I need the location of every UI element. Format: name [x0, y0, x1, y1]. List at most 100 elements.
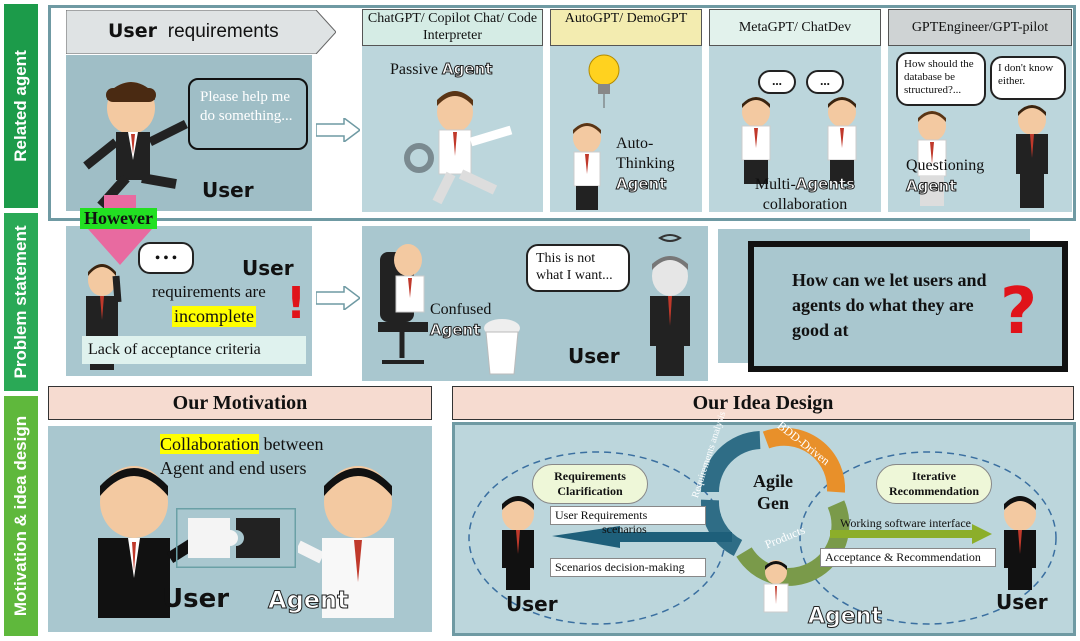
auto-label-line2: Thinking: [616, 155, 675, 172]
user-requirements-banner: [65, 9, 337, 55]
idea-user-figure-left: [502, 496, 534, 590]
req-clar-badge: Requirements Clarification: [532, 464, 648, 504]
questioning-bubble-right: I don't know either.: [990, 56, 1066, 100]
scenarios-label: scenarios: [602, 522, 647, 536]
iter-rec-text: Iterative Recommendation: [889, 469, 979, 498]
sidebar-label-motivation: Motivation & idea design: [11, 415, 30, 617]
question-box: [748, 241, 1068, 372]
passive-agent-figure: [404, 91, 513, 205]
sidebar-tab-problem-statement: Problem statement: [4, 213, 38, 391]
right-arrow-icon: [316, 118, 360, 142]
user-figure-kicking: [83, 82, 189, 210]
auto-agent-title-text: AutoGPT/ DemoGPT: [564, 11, 688, 26]
accept-rec-box: Acceptance & Recommendation: [820, 548, 996, 567]
multi-agent-title-text: MetaGPT/ ChatDev: [738, 20, 852, 35]
not-what-i-want-bubble: This is not what I want...: [526, 244, 630, 292]
passive-agent-title-text: ChatGPT/ Copilot Chat/ Code Interpreter: [367, 11, 538, 43]
multi-collab-word: collaboration: [762, 196, 848, 213]
idea-agent-label: Agent: [808, 604, 883, 630]
sidebar-label-problem: Problem statement: [11, 225, 30, 379]
not-what-i-want-text: This is not what I want...: [536, 251, 613, 283]
banner-text: User requirements: [108, 20, 279, 43]
user-speech-text: Please help me do something...: [200, 89, 293, 124]
user-label-row2: User: [242, 256, 294, 280]
exclamation-icon: !: [286, 278, 307, 329]
user-label-row1: User: [202, 178, 254, 202]
question-text: How can we let users and agents do what …: [792, 270, 987, 340]
iter-rec-badge: Iterative Recommendation: [876, 464, 992, 504]
scenarios-decision-box: Scenarios decision-making: [550, 558, 706, 577]
multi-agent-bubble-right: ...: [806, 70, 844, 94]
idea-user-figure-right: [1004, 496, 1036, 590]
multi-agent-title: MetaGPT/ ChatDev: [709, 9, 881, 46]
passive-agent-word: Agent: [441, 60, 493, 79]
passive-label-word: Passive: [390, 61, 438, 78]
multi-agents-word: Agents: [795, 175, 856, 194]
idea-user-label-left: User: [506, 592, 558, 616]
idea-design-diagram: [468, 427, 1057, 625]
banner-requirements-word: requirements: [167, 21, 279, 42]
req-clar-text: Requirements Clarification: [554, 469, 626, 498]
passive-agent-title: ChatGPT/ Copilot Chat/ Code Interpreter: [362, 9, 543, 46]
confused-agent-label: Confused Agent: [429, 300, 492, 340]
auto-agent-label: Auto- Thinking Agent: [616, 134, 675, 194]
collab-highlight: Collaboration: [160, 434, 259, 454]
trash-bin-icon: [484, 319, 520, 375]
motivation-agent-figure: [298, 466, 394, 618]
questioning-bubble-right-text: I don't know either.: [998, 62, 1054, 87]
questioning-agent-figure: [917, 111, 947, 206]
angry-user-figure: [650, 234, 690, 376]
passive-agent-label: Passive Agent: [390, 60, 493, 79]
gen-word: Gen: [756, 493, 789, 513]
questioning-bubble-left-text: How should the database be structured?..…: [904, 58, 974, 96]
banner-user-word: User: [108, 20, 157, 42]
confused-agent-word: Agent: [429, 321, 481, 340]
idea-agent-figure: [763, 560, 789, 613]
motivation-user-figure: [98, 466, 194, 618]
dots-bubble: • • •: [138, 242, 194, 274]
confused-word: Confused: [430, 301, 492, 318]
questioning-agent-title-text: GPTEngineer/GPT-pilot: [911, 20, 1049, 35]
our-idea-design-title: Our Idea Design: [452, 386, 1074, 420]
sidebar-label-related: Related agent: [11, 50, 30, 162]
questioning-agent-word: Agent: [905, 177, 957, 196]
our-motivation-title: Our Motivation: [48, 386, 432, 420]
agile-gen-label: Agile Gen: [744, 470, 802, 514]
incomplete-highlight: incomplete: [172, 306, 256, 327]
right-arrow-icon-2: [316, 286, 360, 310]
related-agent-frame: [48, 5, 1076, 221]
requirements-are-text: requirements are: [152, 282, 266, 301]
multi-agent-bubble-left: ...: [758, 70, 796, 94]
lightbulb-icon: [588, 54, 620, 108]
bubble-dots-right: ...: [820, 73, 830, 88]
dots-bubble-text: • • •: [155, 251, 177, 266]
collab-text: Collaboration between Agent and end user…: [160, 432, 323, 480]
collab-between: between: [263, 434, 324, 454]
puzzle-pieces-icon: [176, 508, 296, 568]
auto-agent-figure: [573, 123, 601, 210]
multi-agent-figure-left: [741, 97, 771, 184]
working-software-label: Working software interface: [840, 516, 971, 530]
auto-label-line1: Auto-: [616, 135, 654, 152]
collab-line2: Agent and end users: [160, 458, 307, 478]
idea-user-label-right: User: [996, 590, 1048, 614]
motivation-user-label: User: [162, 584, 230, 614]
questioning-agent-title: GPTEngineer/GPT-pilot: [888, 9, 1072, 46]
bubble-dots-left: ...: [772, 73, 782, 88]
banner-arrow-shape: [65, 9, 337, 55]
multi-agent-figure-right: [827, 97, 857, 184]
multi-agent-label: Multi-Agents collaboration: [750, 174, 860, 215]
multi-label-word: Multi-: [754, 176, 796, 193]
our-idea-design-text: Our Idea Design: [692, 392, 834, 414]
confused-user-figure: [1016, 105, 1048, 208]
sidebar-tab-related-agent: Related agent: [4, 4, 38, 208]
user-requirements-box: User Requirements: [550, 506, 706, 525]
agile-word: Agile: [753, 471, 793, 491]
auto-label-line3: Agent: [616, 175, 667, 194]
auto-agent-title: AutoGPT/ DemoGPT: [550, 9, 702, 46]
however-badge: However: [80, 208, 157, 229]
chair-agent-figure: [378, 244, 428, 364]
lack-criteria-label: Lack of acceptance criteria: [82, 336, 306, 364]
questioning-agent-label: Questioning Agent: [905, 156, 984, 196]
user-label-row2b: User: [568, 344, 620, 368]
